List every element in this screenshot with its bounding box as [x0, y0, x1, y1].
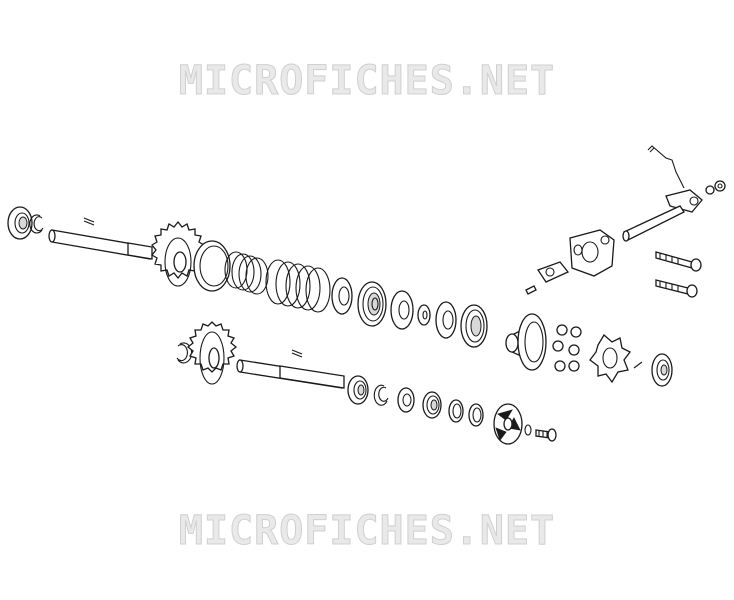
seal-1 [422, 391, 442, 419]
pump-bearing [347, 375, 369, 405]
washer-2 [390, 290, 414, 330]
kickstart-gear-lower [186, 321, 238, 385]
upper-circlip [29, 214, 44, 234]
lever-shaft [622, 205, 685, 242]
steel-balls [552, 324, 582, 372]
impeller-bolt [535, 428, 557, 442]
upper-pin [83, 217, 95, 226]
washer-4 [435, 301, 457, 339]
bracket-housing [569, 229, 615, 277]
pump-washer [397, 387, 415, 413]
ratchet-lower [460, 304, 488, 348]
lever-arm [665, 189, 703, 213]
spring-large [265, 259, 331, 313]
kickstart-shaft [48, 229, 153, 260]
washer-3 [417, 304, 431, 326]
pump-shaft [236, 359, 345, 389]
seal-2 [448, 399, 464, 423]
washer-1 [331, 277, 353, 315]
wire-spring [647, 145, 685, 189]
impeller-washer [524, 424, 532, 436]
upper-left-bearing [7, 206, 33, 240]
lower-pin [291, 349, 303, 358]
kickstart-gear-upper [151, 220, 205, 287]
clutch-drum [505, 313, 547, 371]
bolt-lower [655, 279, 698, 298]
impeller [493, 403, 523, 445]
thrust-ring [193, 240, 231, 292]
right-bearing [633, 353, 673, 387]
small-pin [525, 285, 537, 295]
spring-small [224, 251, 269, 295]
pump-circlip [373, 384, 389, 406]
seal-3 [468, 403, 484, 427]
bracket-plate [537, 261, 570, 283]
nut-small [705, 180, 726, 195]
watermark-bottom: MICROFICHES.NET [178, 508, 556, 555]
watermark-top: MICROFICHES.NET [178, 58, 556, 105]
ratchet-upper [357, 281, 387, 327]
star-cam [589, 333, 631, 384]
bolt-upper [655, 251, 702, 272]
